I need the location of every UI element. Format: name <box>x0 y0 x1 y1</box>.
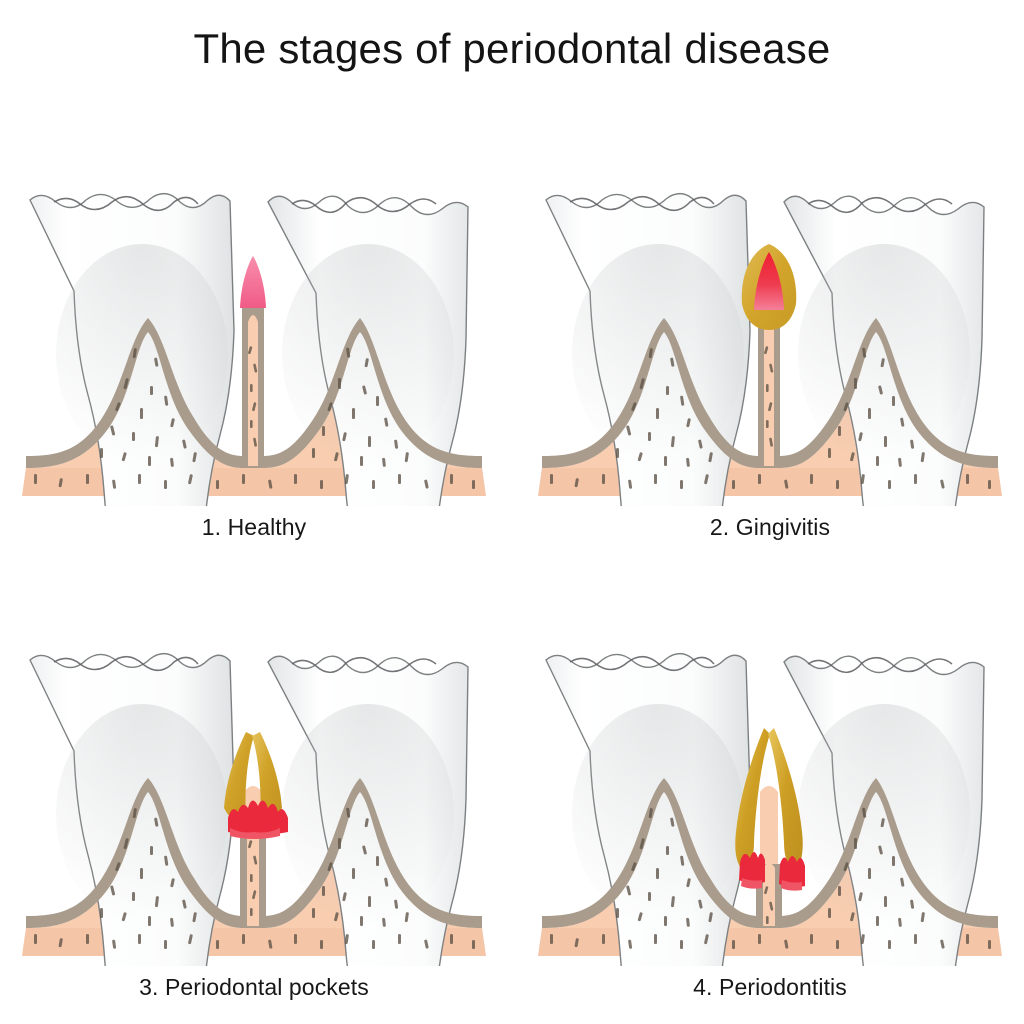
bone-stipple <box>550 346 991 489</box>
gum-papilla-healthy <box>240 256 266 308</box>
panel-caption: 3. Periodontal pockets <box>139 974 369 1000</box>
tartar-wedge-right <box>252 732 282 821</box>
panel-periodontal-pockets: 3. Periodontal pockets <box>14 556 494 1021</box>
illustration-gingivitis <box>538 193 1002 506</box>
page-title: The stages of periodontal disease <box>193 25 831 72</box>
gingiva-receded <box>26 778 482 928</box>
panel-caption: 2. Gingivitis <box>709 514 831 540</box>
panel-caption: 4. Periodontitis <box>693 974 847 1000</box>
tartar-wedge-deep-left <box>735 728 770 870</box>
bone-stipple <box>550 807 991 949</box>
illustration-healthy <box>22 193 486 506</box>
panel-caption: 1. Healthy <box>201 514 307 540</box>
gum-papilla-inflamed <box>754 252 784 310</box>
tartar-wedge-left <box>224 732 254 821</box>
panel-gingivitis: 2. Gingivitis <box>530 96 1010 556</box>
tartar-wedge-deep-right <box>768 728 803 870</box>
illustration-periodontitis <box>538 653 1002 966</box>
illustration-pockets <box>22 653 486 966</box>
panel-healthy: 1. Healthy <box>14 96 494 556</box>
bone-stipple <box>34 807 475 949</box>
gum-margin-severely-inflamed <box>739 852 805 891</box>
bone-stipple <box>34 346 475 489</box>
panel-periodontitis: 4. Periodontitis <box>530 556 1010 1021</box>
gingiva-inflamed <box>542 308 998 468</box>
gum-margin-inflamed <box>228 800 288 839</box>
